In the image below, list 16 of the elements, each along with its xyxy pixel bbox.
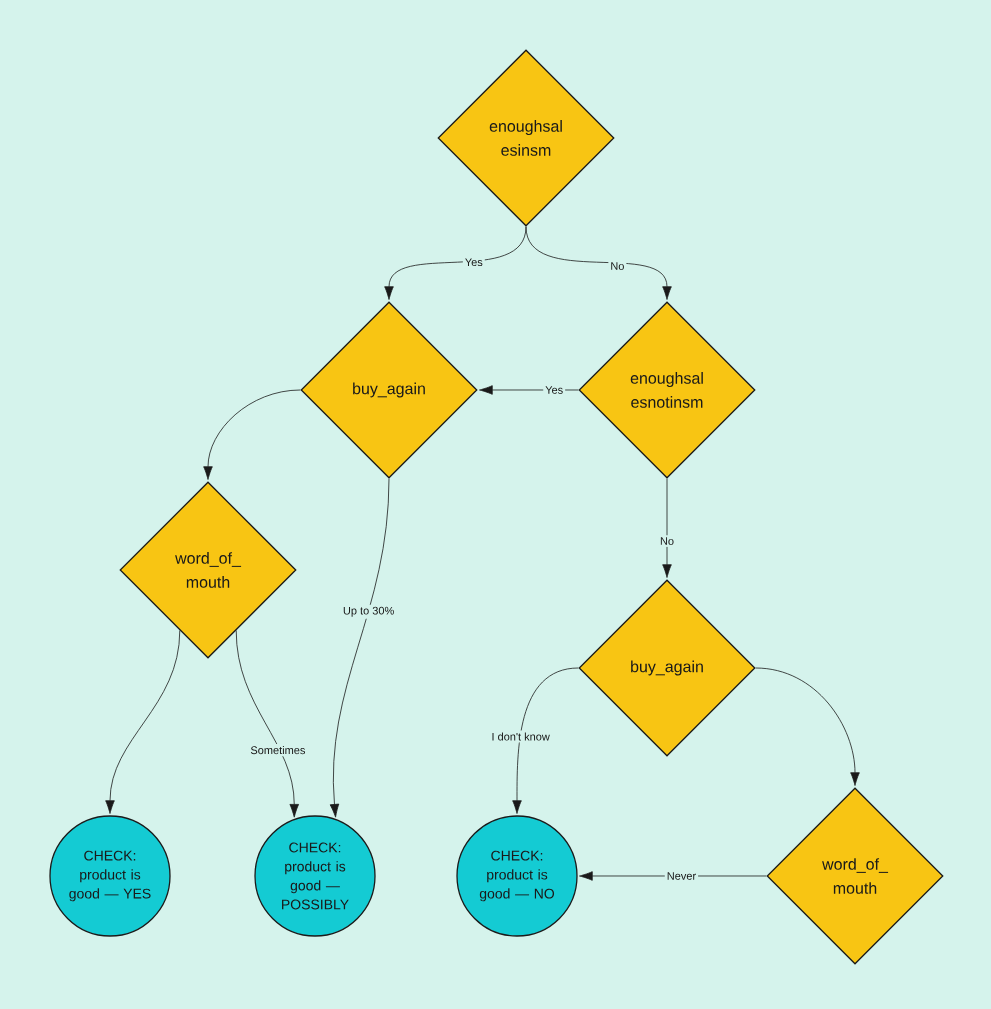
- arrow: [329, 478, 390, 818]
- arrow: [235, 630, 299, 818]
- arrow: [384, 226, 527, 300]
- arrow: [755, 667, 860, 786]
- arrow: [479, 385, 579, 395]
- edge-label: Never: [664, 870, 699, 882]
- arrow: [512, 667, 579, 814]
- edge-label: No: [658, 535, 677, 547]
- edge-label: Sometimes: [248, 744, 308, 757]
- arrow: [662, 478, 672, 578]
- arrow: [203, 389, 301, 480]
- arrow: [105, 630, 181, 814]
- edge-label: No: [608, 260, 627, 272]
- edge-label: Yes: [543, 384, 566, 396]
- edge-label: Yes: [462, 256, 485, 269]
- arrow: [525, 226, 672, 300]
